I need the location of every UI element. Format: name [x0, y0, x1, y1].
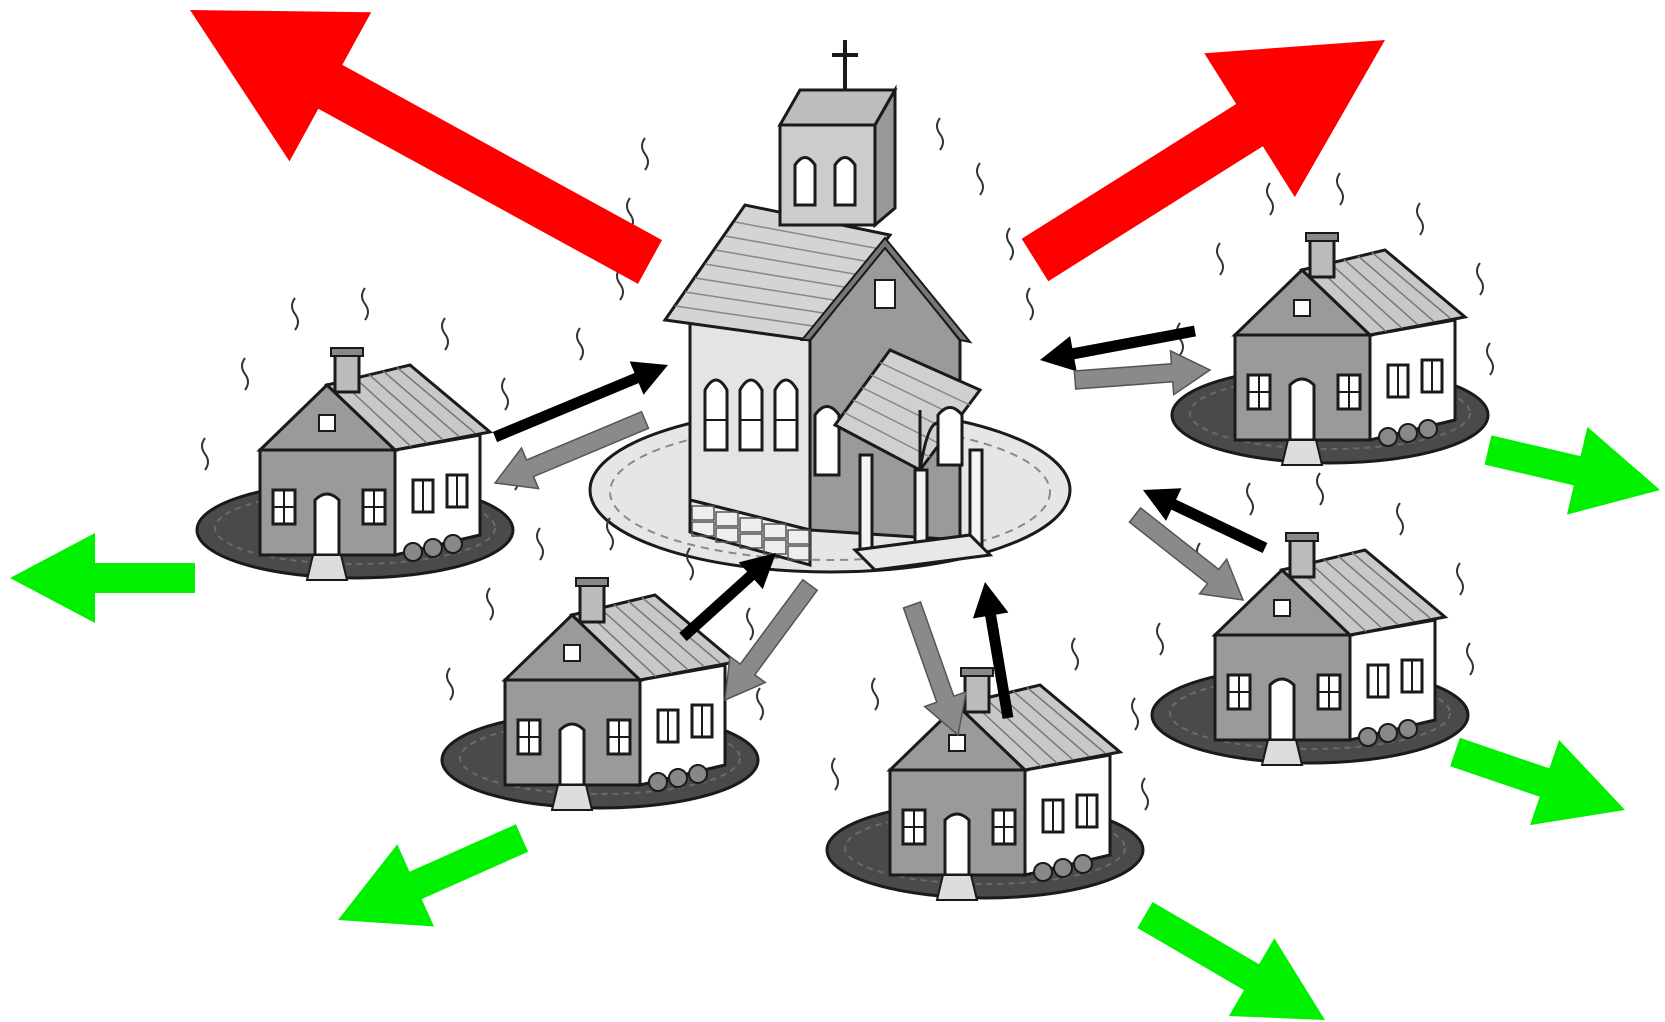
church-icon	[588, 40, 1072, 574]
motion-line	[936, 117, 944, 151]
motion-line	[1416, 202, 1424, 236]
motion-line	[241, 357, 249, 391]
motion-line	[291, 297, 299, 331]
spread-arrow	[338, 824, 529, 927]
motion-line	[1476, 262, 1484, 296]
motion-line	[1131, 697, 1139, 731]
motion-line	[1216, 242, 1224, 276]
motion-line	[606, 517, 614, 551]
motion-line	[686, 547, 694, 581]
motion-line	[486, 587, 494, 621]
motion-line	[1141, 777, 1149, 811]
return-arrow	[492, 361, 668, 443]
house-icon	[195, 347, 515, 581]
send-arrow	[493, 410, 650, 490]
house-icon	[1170, 232, 1490, 466]
motion-line	[1026, 287, 1034, 321]
motion-line	[1456, 562, 1464, 596]
motion-line	[1246, 482, 1254, 516]
return-arrow	[1040, 325, 1196, 372]
spread-arrow	[1484, 426, 1660, 515]
send-arrow	[902, 601, 968, 737]
house-icon	[825, 667, 1145, 901]
motion-line	[1156, 622, 1164, 656]
motion-line	[1336, 172, 1344, 206]
send-arrow	[1073, 349, 1212, 397]
motion-line	[1266, 182, 1274, 216]
motion-line	[1006, 227, 1014, 261]
spread-arrow	[1450, 737, 1625, 826]
motion-line	[641, 137, 649, 171]
motion-line	[1486, 342, 1494, 376]
spread-arrow	[1137, 902, 1325, 1020]
motion-line	[536, 527, 544, 561]
motion-line	[1466, 642, 1474, 676]
motion-line	[1316, 472, 1324, 506]
motion-line	[501, 377, 509, 411]
motion-line	[756, 687, 764, 721]
outward-arrow	[190, 10, 662, 284]
motion-line	[871, 677, 879, 711]
send-arrow	[724, 578, 819, 702]
spread-arrow	[10, 533, 195, 623]
motion-line	[576, 327, 584, 361]
motion-line	[201, 437, 209, 471]
return-arrow	[972, 582, 1014, 719]
motion-line	[1071, 637, 1079, 671]
motion-line	[1396, 502, 1404, 536]
motion-line	[441, 317, 449, 351]
return-arrow	[679, 553, 776, 642]
return-arrow	[1143, 488, 1268, 553]
motion-line	[361, 287, 369, 321]
house-icon	[440, 577, 760, 811]
motion-line	[446, 667, 454, 701]
motion-line	[831, 757, 839, 791]
house-icon	[1150, 532, 1470, 766]
send-arrow	[1128, 506, 1245, 601]
motion-line	[746, 607, 754, 641]
outward-arrow	[1021, 40, 1385, 282]
motion-line	[976, 162, 984, 196]
